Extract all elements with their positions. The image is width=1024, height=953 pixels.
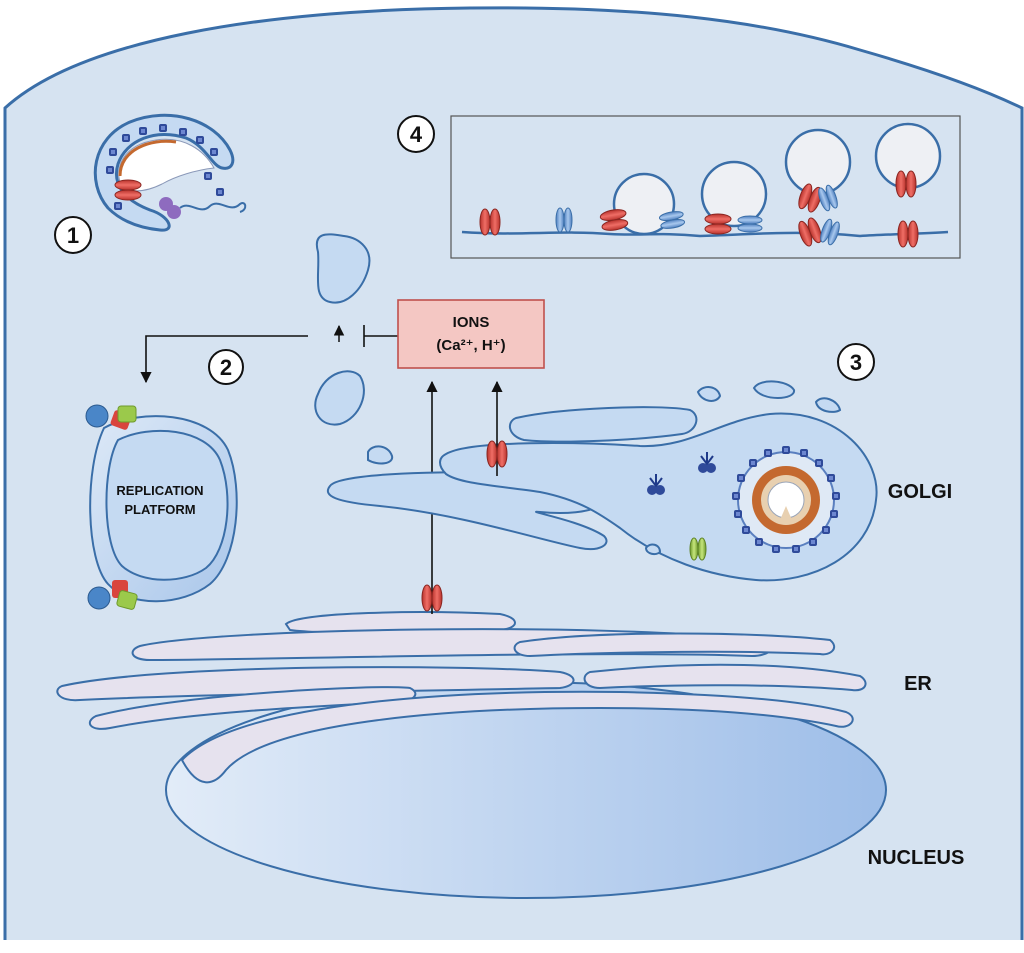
ions-species-label: (Ca²⁺, H⁺) xyxy=(436,337,505,354)
nucleus-label: NUCLEUS xyxy=(868,847,965,869)
endoplasmic-reticulum xyxy=(56,611,867,784)
replication-platform: REPLICATION PLATFORM xyxy=(85,404,238,610)
svg-text:2: 2 xyxy=(220,355,232,380)
protein-complex-icon xyxy=(85,404,137,430)
svg-text:4: 4 xyxy=(410,122,423,147)
svg-text:1: 1 xyxy=(67,223,79,248)
ions-label: IONS xyxy=(453,314,490,331)
transport-vesicle-bottom xyxy=(314,370,365,426)
er-label: ER xyxy=(904,673,932,695)
step-4-badge: 4 xyxy=(397,115,435,153)
virus-entry-vesicle xyxy=(93,113,247,232)
glycoprotein-spike-icon xyxy=(698,452,716,473)
glycoprotein-spike-icon xyxy=(647,474,665,495)
virion-in-golgi xyxy=(732,446,840,553)
transport-vesicle-top xyxy=(315,233,371,304)
fusion-inset xyxy=(450,115,961,259)
step2-arrow xyxy=(140,335,308,384)
protein-complex-icon xyxy=(87,580,138,610)
step-2-badge: 2 xyxy=(208,349,244,385)
ions-box: IONS (Ca²⁺, H⁺) xyxy=(397,299,545,369)
golgi-label: GOLGI xyxy=(888,481,952,503)
svg-text:3: 3 xyxy=(850,350,862,375)
replication-platform-label-line1: REPLICATION xyxy=(116,483,203,498)
green-protein-icon xyxy=(689,537,707,561)
replication-platform-label-line2: PLATFORM xyxy=(124,502,195,517)
step-1-badge: 1 xyxy=(54,216,92,254)
step-3-badge: 3 xyxy=(837,343,875,381)
